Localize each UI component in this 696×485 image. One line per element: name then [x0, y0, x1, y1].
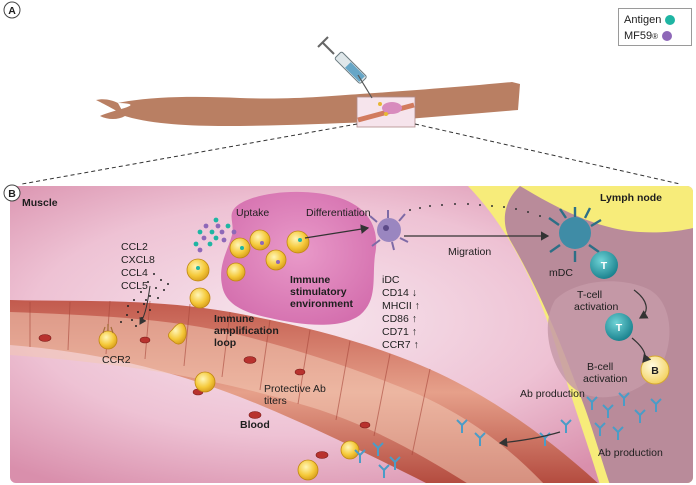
- chemokine-dots: [120, 273, 169, 327]
- t-cell-1: [590, 251, 618, 279]
- chemokine-item-3: CCL5: [121, 280, 148, 292]
- panel-b: B Muscle Lymph node Blood Uptake Differe…: [3, 184, 693, 483]
- legend-item-mf59: MF59®: [624, 28, 691, 44]
- environment-label-2: stimulatory: [290, 286, 347, 298]
- projection-line-left: [21, 123, 358, 185]
- blood-label: Blood: [240, 419, 270, 431]
- window-cell-cluster: [382, 102, 402, 114]
- chemokine-item-0: CCL2: [121, 241, 148, 253]
- idc-marker-item-5: CCR7 ↑: [382, 339, 419, 351]
- bcell-activation-label-2: activation: [583, 373, 628, 385]
- legend-label-mf59-sup: ®: [652, 31, 659, 41]
- legend-item-antigen: Antigen: [624, 12, 691, 28]
- ccr2-receptor-icon: [102, 324, 114, 334]
- antibodies: [354, 392, 662, 478]
- chemokine-item-2: CCL4: [121, 267, 148, 279]
- ab-release-arrow: [498, 431, 561, 448]
- differentiation-label: Differentiation: [306, 207, 371, 219]
- idc-marker-item-1: CD14 ↓: [382, 287, 417, 299]
- legend-label-mf59: MF59: [624, 30, 653, 42]
- t-cell-2-letter: T: [616, 322, 623, 334]
- migration-trail: [409, 203, 541, 217]
- differentiation-arrow: [304, 224, 370, 239]
- antigen-adjuvant-cluster: [193, 217, 237, 253]
- loop-label-1: Immune: [214, 313, 254, 325]
- chemokine-item-1: CXCL8: [121, 254, 155, 266]
- protective-ab-label-2: titers: [264, 395, 287, 407]
- tcell-activation-label-2: activation: [574, 301, 619, 313]
- panel-b-letter: B: [8, 188, 16, 200]
- tcell-activation-label-1: T-cell: [577, 289, 602, 301]
- mf59-dot-icon: [662, 31, 673, 41]
- loop-label-2: amplification: [214, 325, 279, 337]
- bcell-activation-label-1: B-cell: [587, 361, 613, 373]
- ab-production-label-2: Ab production: [598, 447, 663, 459]
- chemokine-arrow: [139, 285, 151, 325]
- ccr2-label: CCR2: [102, 354, 131, 366]
- idc-marker-item-4: CD71 ↑: [382, 326, 417, 338]
- b-cell: [640, 355, 670, 385]
- environment-label-1: Immune: [290, 274, 330, 286]
- bcell-activation-arrow: [631, 337, 652, 363]
- immune-environment-blob: [221, 191, 377, 325]
- projection-line-right: [414, 123, 681, 185]
- extravasating-cell: [168, 322, 187, 345]
- mdc-label: mDC: [549, 267, 573, 279]
- tcell-activation-arrow: [633, 289, 649, 319]
- lymph-node-label: Lymph node: [600, 192, 662, 204]
- syringe-icon: [317, 36, 373, 99]
- blood-monocytes: [98, 330, 360, 481]
- t-cell-2: [605, 313, 633, 341]
- legend-label-antigen: Antigen: [624, 14, 662, 26]
- migration-label: Migration: [448, 246, 491, 258]
- loop-label-3: loop: [214, 337, 236, 349]
- blood-vessel-lumen: [10, 312, 545, 483]
- idc-marker-item-0: iDC: [382, 274, 400, 286]
- environment-label-3: environment: [290, 298, 354, 310]
- t-cell-1-letter: T: [601, 260, 608, 272]
- b-cell-letter: B: [651, 365, 659, 377]
- immature-dendritic-cell: [369, 210, 409, 251]
- panel-a-letter: A: [8, 5, 16, 17]
- arm-shape: [100, 82, 520, 126]
- legend-box: Antigen MF59®: [618, 8, 692, 46]
- red-blood-cells: [38, 334, 371, 459]
- ab-production-label-1: Ab production: [520, 388, 585, 400]
- mature-dendritic-cell: [548, 207, 602, 262]
- recruited-immune-cells: [186, 229, 310, 309]
- panel-a: A: [3, 1, 681, 185]
- panel-b-badge: [3, 184, 21, 202]
- uptake-label: Uptake: [236, 207, 269, 219]
- arm-thumb: [96, 99, 125, 116]
- antigen-dot-icon: [665, 15, 676, 25]
- idc-marker-item-3: CD86 ↑: [382, 313, 417, 325]
- idc-marker-item-2: MHCII ↑: [382, 300, 420, 312]
- muscle-label: Muscle: [22, 197, 58, 209]
- panel-a-badge: [3, 1, 21, 19]
- protective-ab-label-1: Protective Ab: [264, 383, 326, 395]
